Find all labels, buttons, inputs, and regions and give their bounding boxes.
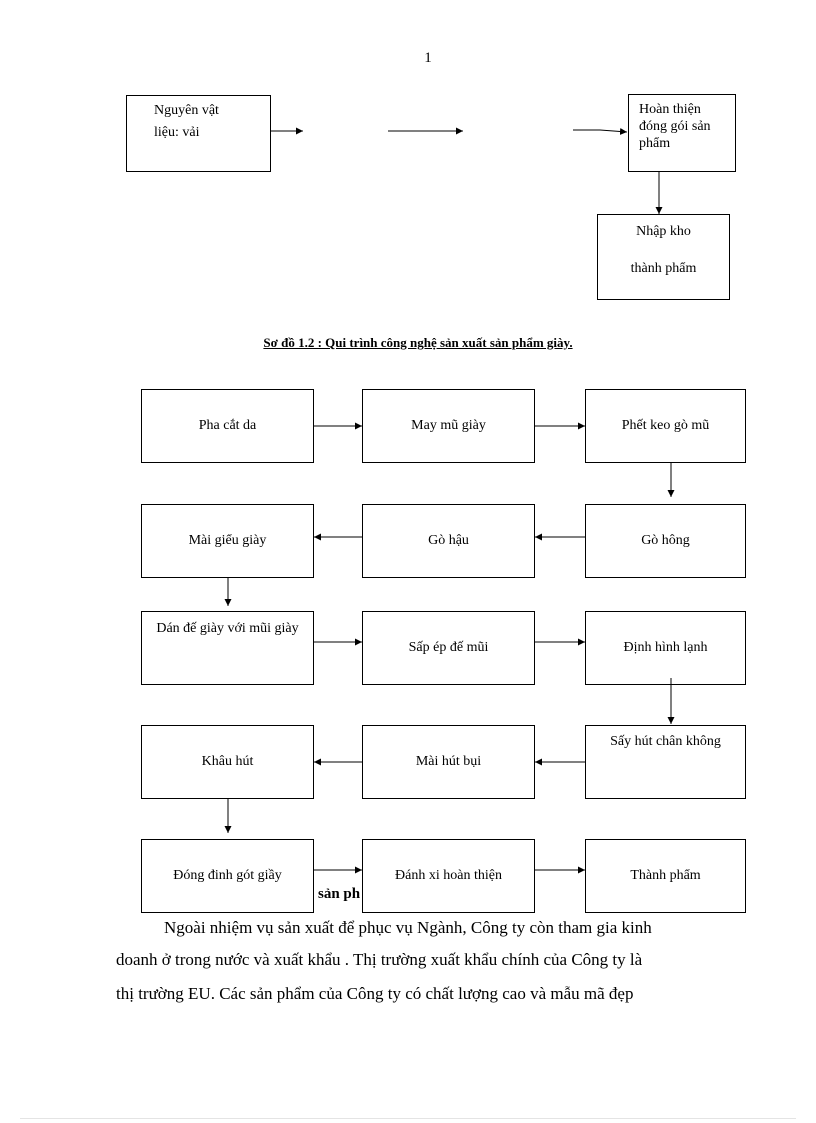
step-label-10: Khâu hút [201, 754, 254, 769]
step-box-3: Phết keo gò mũ [585, 389, 746, 463]
finishing-line2: đóng gói sản [639, 119, 711, 134]
step-label-11: Mài hút bụi [415, 754, 482, 769]
finishing-box: Hoàn thiện đóng gói sản phẩm [628, 94, 736, 172]
step-label-14: Đánh xi hoàn thiện [395, 868, 502, 883]
page-number: 1 [424, 50, 432, 66]
warehouse-line1: Nhập kho [636, 224, 691, 239]
paragraph-line-1: Ngoài nhiệm vụ sản xuất để phục vụ Ngành… [164, 918, 652, 937]
step-box-9: Định hình lạnh [585, 611, 746, 685]
step-box-14: Đánh xi hoàn thiện [362, 839, 535, 913]
page-bottom-edge [20, 1118, 796, 1119]
step-box-15: Thành phẩm [585, 839, 746, 913]
step-label-1: Pha cắt da [198, 418, 257, 433]
step-box-13: Đóng đinh gót giầy [141, 839, 314, 913]
warehouse-box: Nhập kho thành phẩm [597, 214, 730, 300]
finishing-line1: Hoàn thiện [639, 102, 701, 117]
step-box-11: Mài hút bụi [362, 725, 535, 799]
step-label-2: May mũ giày [411, 418, 486, 433]
step-box-6: Gò hông [585, 504, 746, 578]
paragraph-line-3: thị trường EU. Các sản phẩm của Công ty … [116, 984, 634, 1003]
step-box-1: Pha cắt da [141, 389, 314, 463]
step-label-12: Sấy hút chân không [610, 734, 721, 749]
raw-material-box: Nguyên vật liệu: vải [126, 95, 271, 172]
step-label-4: Mài giểu giày [188, 533, 267, 548]
step-box-12: Sấy hút chân không [585, 725, 746, 799]
step-label-9: Định hình lạnh [623, 640, 708, 655]
finishing-line3: phẩm [639, 136, 671, 151]
step-label-8: Sấp ép đế mũi [408, 640, 489, 655]
step-label-5: Gò hậu [428, 533, 469, 548]
step-box-7: Dán đế giày với mũi giày [141, 611, 314, 685]
step-box-10: Khâu hút [141, 725, 314, 799]
arrow-top-3 [573, 127, 628, 135]
step-label-3: Phết keo gò mũ [621, 418, 710, 433]
diagram-caption: Sơ đồ 1.2 : Qui trình công nghệ sản xuất… [263, 335, 573, 350]
step-box-2: May mũ giày [362, 389, 535, 463]
paragraph-line-2: doanh ở trong nước và xuất khẩu . Thị tr… [116, 950, 643, 969]
partial-heading: sản ph [318, 886, 361, 902]
warehouse-line2: thành phẩm [630, 261, 697, 276]
raw-material-line1: Nguyên vật [154, 103, 219, 118]
step-box-8: Sấp ép đế mũi [362, 611, 535, 685]
step-label-6: Gò hông [641, 533, 690, 548]
step-label-7: Dán đế giày với mũi giày [156, 621, 299, 636]
step-box-5: Gò hậu [362, 504, 535, 578]
step-label-13: Đóng đinh gót giầy [173, 868, 282, 883]
step-box-4: Mài giểu giày [141, 504, 314, 578]
step-label-15: Thành phẩm [630, 868, 701, 883]
raw-material-line2: liệu: vải [154, 125, 200, 140]
